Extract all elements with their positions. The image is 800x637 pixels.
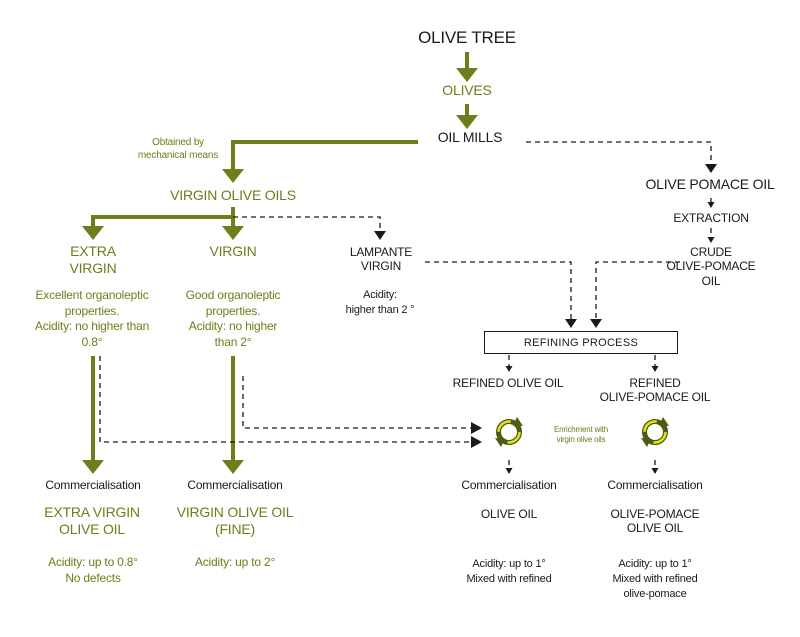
note-obtained-mechanical: Obtained by mechanical means	[137, 137, 219, 161]
arrow-extra-virgin-to-commercial-head	[82, 460, 104, 474]
node-refined-olive-oil: REFINED OLIVE OIL	[452, 376, 564, 390]
node-lampante-virgin: LAMPANTE VIRGIN	[349, 245, 413, 274]
arrow-mills-to-pomace-head	[705, 164, 717, 173]
arrow-blend-to-commercial-olive-head	[505, 468, 513, 474]
arrow-extra-virgin-enrichment-head	[471, 436, 482, 448]
commercialisation-virgin: Commercialisation	[187, 478, 283, 492]
final-olive-pomace-olive-oil: OLIVE-POMACE OLIVE OIL	[610, 507, 700, 536]
branch-virgin-oils	[91, 215, 233, 230]
arrow-to-virgin-head	[222, 226, 244, 240]
arrow-virgin-to-commercial-head	[222, 460, 244, 474]
acidity-olive-pomace-oil: Acidity: up to 1° Mixed with refined oli…	[612, 558, 698, 600]
commercialisation-extra-virgin: Commercialisation	[45, 478, 141, 492]
props-lampante: Acidity: higher than 2 °	[345, 289, 415, 316]
acidity-olive-oil: Acidity: up to 1° Mixed with refined	[466, 558, 552, 585]
node-olives: OLIVES	[442, 82, 492, 98]
arrow-crude-to-refining-head	[590, 319, 602, 328]
node-olive-pomace-oil: OLIVE POMACE OIL	[645, 176, 775, 192]
final-virgin-olive-oil-fine: VIRGIN OLIVE OIL (FINE)	[176, 504, 294, 537]
node-virgin-olive-oils: VIRGIN OLIVE OILS	[170, 187, 296, 203]
node-refined-olive-pomace-oil: REFINED OLIVE-POMACE OIL	[599, 376, 711, 405]
props-virgin: Good organoleptic properties. Acidity: n…	[185, 288, 281, 349]
arrow-extraction-to-crude-head	[707, 237, 715, 243]
refining-process-label: REFINING PROCESS	[523, 336, 639, 349]
props-extra-virgin: Excellent organoleptic properties. Acidi…	[34, 288, 150, 349]
arrow-to-lampante	[233, 216, 381, 232]
arrow-pomace-to-extraction-head	[707, 202, 715, 208]
commercialisation-olive-oil: Commercialisation	[461, 478, 557, 492]
arrow-lampante-to-refining	[425, 261, 572, 320]
arrow-extra-virgin-enrichment	[99, 356, 471, 443]
node-virgin: VIRGIN	[209, 243, 257, 259]
node-crude-olive-pomace-oil: CRUDE OLIVE-POMACE OIL	[666, 245, 756, 288]
arrow-virgin-enrichment-head	[471, 422, 482, 434]
refining-process-box: REFINING PROCESS	[484, 331, 678, 354]
acidity-extra-virgin: Acidity: up to 0.8° No defects	[48, 555, 138, 585]
arrow-olives-to-mills-head	[456, 115, 478, 129]
arrow-virgin-enrichment	[242, 376, 471, 429]
arrow-tree-to-olives-head	[456, 68, 478, 82]
arrow-blend-to-commercial-pomace-head	[651, 468, 659, 474]
node-extraction: EXTRACTION	[673, 211, 749, 225]
node-olive-tree: OLIVE TREE	[418, 28, 516, 47]
node-extra-virgin: EXTRA VIRGIN	[69, 243, 117, 276]
arrow-to-extra-virgin-head	[82, 226, 104, 240]
arrow-mills-to-virgin-oils-head	[222, 169, 244, 183]
final-extra-virgin-olive-oil: EXTRA VIRGIN OLIVE OIL	[44, 504, 140, 537]
acidity-virgin-fine: Acidity: up to 2°	[194, 555, 276, 569]
arrow-mills-to-virgin-oils	[231, 140, 418, 171]
commercialisation-olive-pomace: Commercialisation	[607, 478, 703, 492]
arrow-crude-to-refining	[595, 261, 680, 320]
note-enrichment: Enrichment with virgin olive oils	[554, 425, 608, 444]
final-olive-oil: OLIVE OIL	[480, 507, 538, 521]
node-oil-mills: OIL MILLS	[437, 129, 503, 145]
blending-cycle-icon	[641, 417, 669, 447]
arrow-refining-to-refined-pomace-head	[651, 366, 659, 372]
blending-cycle-icon	[495, 417, 523, 447]
arrow-refining-to-refined-olive-head	[505, 366, 513, 372]
arrow-mills-to-pomace	[526, 141, 712, 165]
arrow-to-lampante-head	[374, 231, 386, 240]
arrow-lampante-to-refining-head	[565, 319, 577, 328]
